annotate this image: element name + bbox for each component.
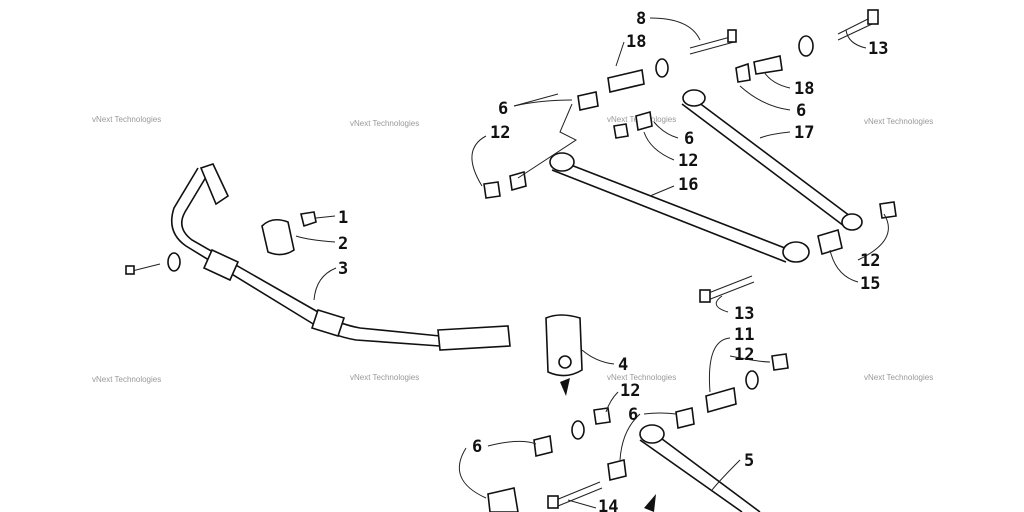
callout-6: 6 bbox=[684, 129, 694, 149]
link-end bbox=[545, 314, 583, 396]
watermark: vNext Technologies bbox=[92, 115, 161, 124]
callout-13: 13 bbox=[734, 304, 754, 324]
callout-6: 6 bbox=[796, 101, 806, 121]
callout-6: 6 bbox=[498, 99, 508, 119]
callout-12: 12 bbox=[490, 123, 510, 143]
watermark: vNext Technologies bbox=[92, 375, 161, 384]
callout-13: 13 bbox=[868, 39, 888, 59]
watermark: vNext Technologies bbox=[350, 119, 419, 128]
callout-12: 12 bbox=[860, 251, 880, 271]
callout-12: 12 bbox=[678, 151, 698, 171]
leader-lines bbox=[295, 17, 889, 509]
bracket-assembly bbox=[125, 211, 317, 275]
watermark: vNext Technologies bbox=[350, 373, 419, 382]
callout-6: 6 bbox=[628, 405, 638, 425]
callout-16: 16 bbox=[678, 175, 698, 195]
callout-17: 17 bbox=[794, 123, 814, 143]
callout-18: 18 bbox=[794, 79, 814, 99]
watermark: vNext Technologies bbox=[864, 373, 933, 382]
callout-3: 3 bbox=[338, 259, 348, 279]
callout-6: 6 bbox=[472, 437, 482, 457]
callout-12: 12 bbox=[620, 381, 640, 401]
lower-a-arm bbox=[487, 353, 789, 512]
callout-1: 1 bbox=[338, 208, 348, 228]
callout-18: 18 bbox=[626, 32, 646, 52]
watermark: vNext Technologies bbox=[607, 373, 676, 382]
upper-a-arm bbox=[549, 89, 863, 263]
callout-5: 5 bbox=[744, 451, 754, 471]
callout-4: 4 bbox=[618, 355, 628, 375]
callouts: 1 2 3 4 5 6 6 6 6 6 8 11 12 12 12 12 12 … bbox=[338, 9, 888, 512]
callout-12: 12 bbox=[734, 345, 754, 365]
callout-14: 14 bbox=[598, 497, 618, 512]
watermark: vNext Technologies bbox=[864, 117, 933, 126]
callout-11: 11 bbox=[734, 325, 754, 345]
callout-15: 15 bbox=[860, 274, 880, 294]
callout-8: 8 bbox=[636, 9, 646, 29]
upper-hardware bbox=[483, 9, 897, 303]
sway-bar bbox=[170, 163, 511, 351]
callout-2: 2 bbox=[338, 234, 348, 254]
